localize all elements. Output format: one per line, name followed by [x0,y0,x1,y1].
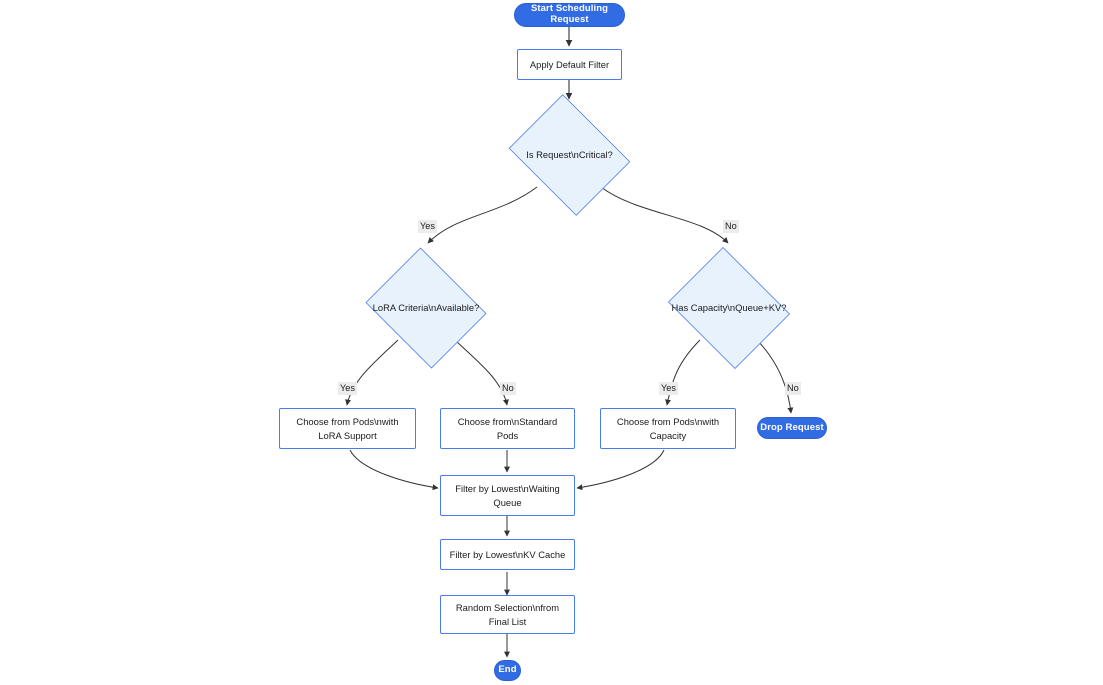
node-start-label: Start Scheduling Request [530,3,609,25]
node-choose-std-line2: Pods [496,429,519,441]
edge-label-capacity-no: No [785,382,801,396]
node-choose-pods-with-capacity[interactable]: Choose from Pods\nwith Capacity [600,408,736,449]
edge-lora-to-podslora [345,339,399,406]
node-random-line2: Final List [488,615,527,627]
node-filterq-line2: Queue [493,496,522,508]
edge-critical-to-capacity [600,186,729,244]
node-is-request-critical[interactable]: Is Request\nCritical? [502,94,637,216]
node-random-line1: Random Selection\nfrom [455,601,560,613]
node-choose-standard-pods[interactable]: Choose from\nStandard Pods [440,408,575,449]
edge-capacity-to-podscap [665,339,701,406]
node-choose-lora-line2: LoRA Support [318,429,377,441]
node-choose-lora-line1: Choose from Pods\nwith [296,415,399,427]
edge-lora-to-podsstd [454,339,509,406]
node-choose-std-line1: Choose from\nStandard [457,415,558,427]
node-random-selection-from-final-list[interactable]: Random Selection\nfrom Final List [440,595,575,634]
node-start-scheduling-request[interactable]: Start Scheduling Request [514,3,625,27]
edge-label-capacity-yes: Yes [659,382,678,396]
node-drop-label: Drop Request [760,421,824,433]
node-lora-criteria-available[interactable]: LoRA Criteria\nAvailable? [360,247,492,369]
node-drop-request[interactable]: Drop Request [757,417,827,439]
node-apply-default-filter[interactable]: Apply Default Filter [517,49,622,80]
edge-label-critical-yes: Yes [418,220,437,234]
node-filter-by-lowest-waiting-queue[interactable]: Filter by Lowest\nWaiting Queue [440,475,575,516]
node-filterkv-label: Filter by Lowest\nKV Cache [449,548,566,560]
node-end[interactable]: End [494,660,521,681]
edge-capacity-to-drop [756,339,794,414]
edge-podscap-to-filterq [576,449,665,491]
edge-label-lora-yes: Yes [338,382,357,396]
node-choose-cap-line2: Capacity [649,429,687,441]
node-has-capacity-queue-kv[interactable]: Has Capacity\nQueue+KV? [662,247,796,369]
edge-label-critical-no: No [723,220,739,234]
edge-podslora-to-filterq [349,449,439,491]
node-choose-pods-with-lora-support[interactable]: Choose from Pods\nwith LoRA Support [279,408,416,449]
node-filterq-line1: Filter by Lowest\nWaiting [455,482,560,494]
node-filter-by-lowest-kv-cache[interactable]: Filter by Lowest\nKV Cache [440,539,575,570]
edge-label-lora-no: No [500,382,516,396]
node-is-request-critical-label: Is Request\nCritical? [526,148,613,160]
node-apply-label: Apply Default Filter [529,58,610,70]
edge-critical-to-lora [427,186,538,244]
node-has-capacity-label: Has Capacity\nQueue+KV? [671,301,787,313]
node-choose-cap-line1: Choose from Pods\nwith [616,415,720,427]
node-lora-criteria-label: LoRA Criteria\nAvailable? [372,301,480,313]
node-end-label: End [498,664,517,676]
